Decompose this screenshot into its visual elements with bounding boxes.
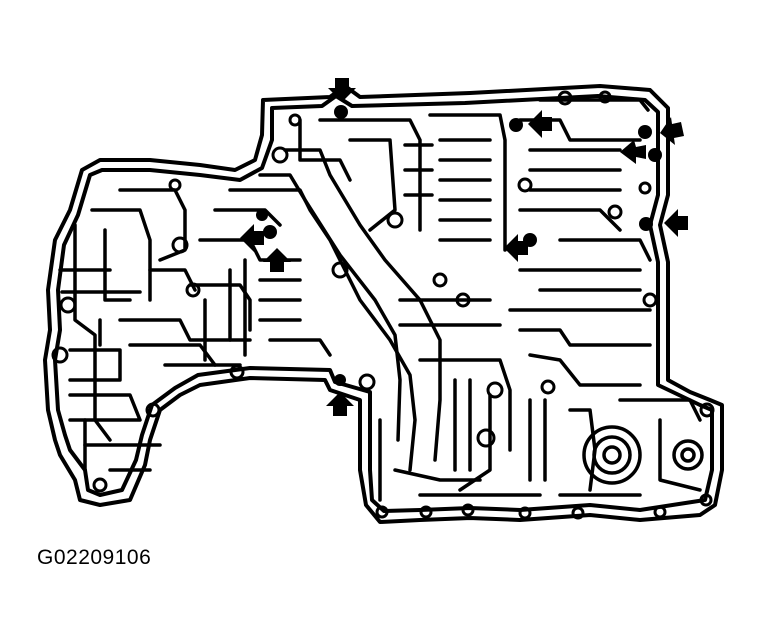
arrow-icon bbox=[326, 392, 354, 416]
arrow-icon bbox=[504, 234, 528, 262]
accumulator-bore bbox=[582, 425, 704, 485]
check-ball-markers bbox=[240, 78, 688, 416]
port-holes bbox=[51, 90, 715, 520]
check-ball bbox=[509, 118, 523, 132]
arrow-icon bbox=[240, 224, 264, 252]
arrow-icon bbox=[660, 117, 684, 145]
arrow-icon bbox=[328, 78, 356, 102]
check-ball bbox=[638, 125, 652, 139]
plate-outline bbox=[43, 84, 724, 524]
figure-id-label: G02209106 bbox=[37, 546, 152, 569]
check-ball bbox=[334, 105, 348, 119]
arrow-icon bbox=[664, 209, 688, 237]
arrow-icon bbox=[620, 140, 646, 164]
check-ball bbox=[334, 374, 346, 386]
check-ball bbox=[639, 217, 653, 231]
arrow-icon bbox=[528, 110, 552, 138]
arrow-icon bbox=[263, 248, 291, 272]
check-ball bbox=[256, 209, 268, 221]
check-ball bbox=[263, 225, 277, 239]
check-ball bbox=[648, 148, 662, 162]
fluid-passages bbox=[58, 98, 702, 502]
